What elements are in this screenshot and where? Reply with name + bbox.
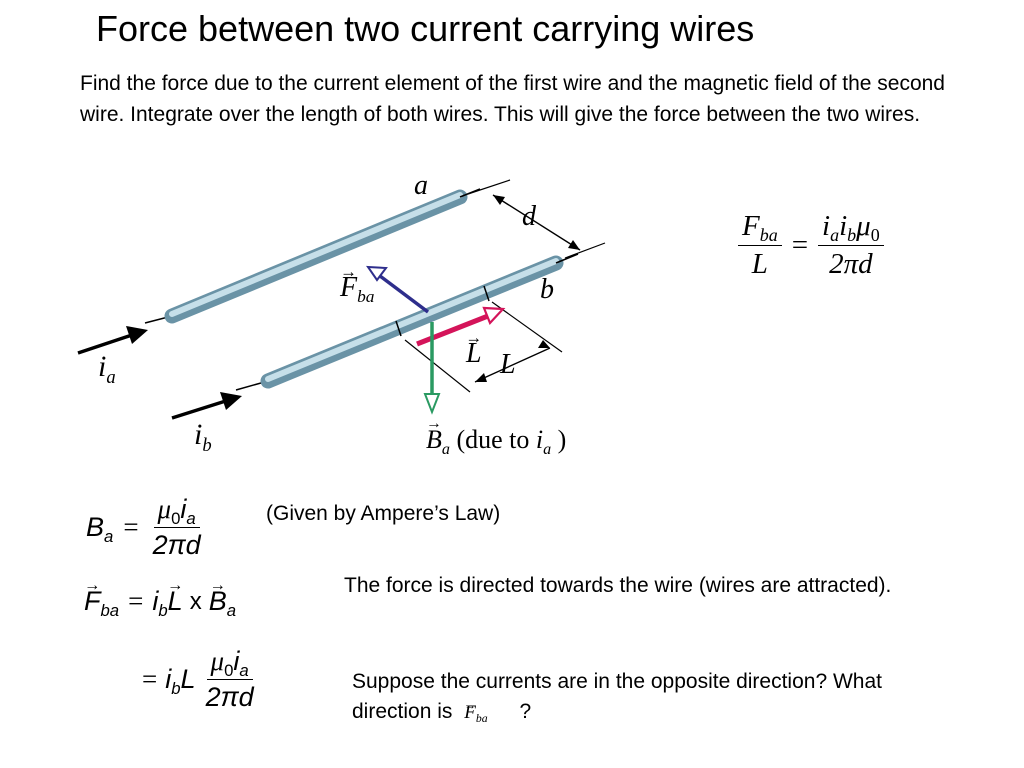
length-label: L	[500, 349, 516, 380]
segment-end-mark	[483, 285, 490, 302]
main-formula: Fba L = iaibμ0 2πd	[738, 210, 884, 281]
slide-title: Force between two current carrying wires	[96, 8, 755, 49]
L-arrowhead-left	[475, 373, 487, 382]
current-a-arrowhead	[126, 326, 148, 344]
force-formula: Fba = ibL x Ba	[84, 586, 236, 620]
wire-b-highlight	[265, 258, 559, 382]
direction-note: The force is directed towards the wire (…	[344, 574, 892, 597]
wire-a-highlight	[169, 192, 463, 317]
field-label: Ba (due to ia )	[426, 425, 566, 458]
force-arrow	[378, 274, 430, 314]
current-b-arrowhead	[220, 392, 242, 410]
force-label: Fba	[340, 272, 374, 306]
ampere-note: (Given by Ampere’s Law)	[266, 502, 501, 525]
wire-b-end	[555, 253, 579, 264]
length-vector-label: L	[466, 338, 482, 370]
field-due-to-text: (due to	[456, 425, 530, 454]
length-arrowhead	[482, 306, 506, 326]
d-extension-bottom	[564, 242, 606, 259]
question-line-2: direction is Fba ?	[352, 697, 882, 730]
question-line-1: Suppose the currents are in the opposite…	[352, 670, 882, 693]
current-b-arrow	[171, 397, 233, 420]
current-a-arrow	[77, 331, 139, 355]
d-dimension-line	[492, 194, 581, 251]
wire-a-label: a	[414, 170, 428, 201]
wire-b-label: b	[540, 274, 554, 305]
result-formula: = ibL μ0ia 2πd	[142, 646, 254, 712]
L-extension-left	[404, 339, 471, 393]
current-b-label: ib	[194, 418, 212, 456]
segment-start-mark	[395, 320, 402, 337]
d-extension-top	[467, 179, 511, 195]
separation-label: d	[522, 201, 536, 232]
length-arrow	[416, 313, 489, 347]
L-dimension-line	[474, 347, 551, 383]
intro-paragraph: Find the force due to the current elemen…	[80, 72, 945, 126]
d-arrowhead-bottom	[568, 240, 580, 250]
ampere-formula: Ba = μ0ia 2πd	[86, 494, 201, 560]
question-text: Suppose the currents are in the opposite…	[352, 667, 882, 730]
question-force-symbol: Fba	[464, 702, 487, 725]
L-arrowhead-right	[538, 340, 550, 348]
L-extension-right	[491, 301, 563, 353]
force-arrowhead	[366, 265, 388, 282]
current-a-label: ia	[98, 350, 116, 388]
d-arrowhead-top	[493, 195, 505, 205]
field-arrowhead	[423, 393, 441, 415]
